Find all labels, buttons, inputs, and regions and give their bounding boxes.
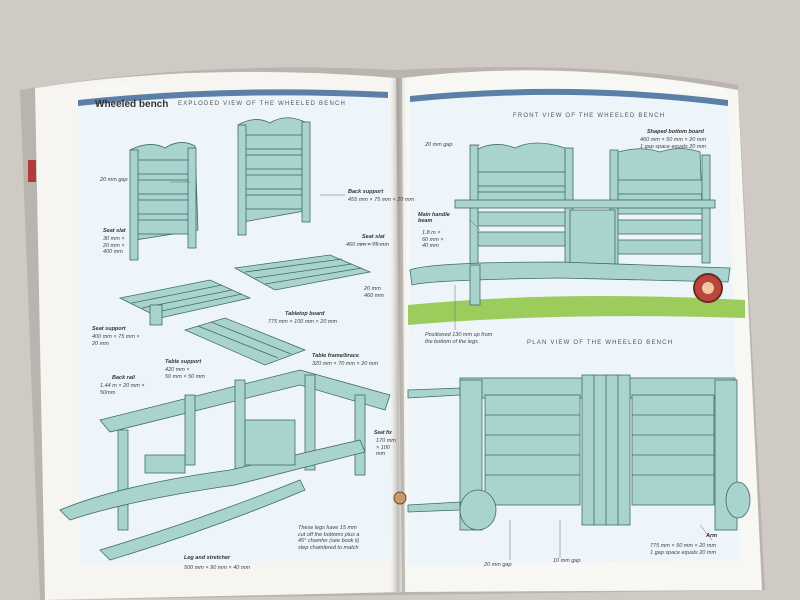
label-leg-dims: 500 mm × 90 mm × 40 mm (184, 565, 251, 571)
label-table-frame-title: Table frame/brace (312, 353, 359, 359)
label-arm-dims: 775 mm × 50 mm × 20 mm 1 gap space equal… (650, 543, 717, 556)
label-seat-slat-extra: 20 mm 460 mm (364, 286, 384, 299)
label-gap-10: 10 mm gap (553, 558, 581, 564)
label-slat-title: Seat slat (103, 228, 126, 234)
label-positioned: Positioned 130 mm up from the bottom of … (425, 332, 493, 345)
label-table-support-dims: 420 mm × 50 mm × 50 mm (165, 367, 205, 380)
label-seat-slat-dims: 460 mm × 75 mm (346, 242, 389, 248)
label-back-support-title: Back support (348, 189, 384, 195)
label-handle-dims: 1.8 m × 60 mm × 40 mm (422, 230, 444, 250)
label-table-support-title: Table support (165, 359, 202, 365)
label-back-rail-title: Back rail (112, 375, 135, 381)
label-seat-support-title: Seat support (92, 326, 126, 332)
label-table-frame-dims: 320 mm × 70 mm × 20 mm (312, 361, 379, 367)
label-tabletop-dims: 775 mm × 100 mm × 20 mm (268, 319, 338, 325)
label-seat-slat-title: Seat slat (362, 234, 385, 240)
plan-view-caption: PLAN VIEW OF THE WHEELED BENCH (527, 340, 674, 346)
left-page-header: 34 PROJECTS (84, 87, 135, 93)
right-page-number: 35 (716, 88, 725, 94)
section-label: PROJECTS (95, 87, 136, 93)
exploded-view-caption: EXPLODED VIEW OF THE WHEELED BENCH (178, 101, 347, 107)
label-handle-title: Main handle beam (418, 212, 450, 224)
right-page-header: WHEELED BENCH 35 (648, 88, 725, 94)
front-view-caption: FRONT VIEW OF THE WHEELED BENCH (513, 113, 666, 119)
label-arm-title: Arm (706, 533, 718, 539)
label-side-dims: 170 mm × 100 mm (376, 438, 396, 458)
label-shaped-dims: 460 mm × 50 mm × 20 mm 1 gap space equal… (640, 137, 707, 150)
label-side-title: Seat fix (374, 430, 392, 436)
page-title: Wheeled bench (95, 99, 169, 110)
label-slat-dims: 30 mm × 20 mm × 400 mm (103, 236, 125, 256)
left-page-number: 34 (84, 87, 93, 93)
label-back-support-dims: 455 mm × 75 mm × 20 mm (348, 197, 415, 203)
label-tabletop-title: Tabletop board (285, 311, 325, 317)
label-shaped-title: Shaped bottom board (647, 129, 704, 135)
label-leg-title: Leg and stretcher (184, 555, 231, 561)
label-seat-support-dims: 400 mm × 75 mm × 20 mm (92, 334, 140, 347)
label-gap-20-bottom: 20 mm gap (484, 562, 512, 568)
right-header-title: WHEELED BENCH (648, 88, 714, 94)
label-back-rail-dims: 1.44 m × 20 mm × 50mm (100, 383, 145, 396)
legs-note: These legs have 15 mm cut off the bottom… (298, 525, 360, 551)
label-gap-20: 20 mm gap (100, 177, 128, 183)
label-gap-20-top: 20 mm gap (425, 142, 453, 148)
